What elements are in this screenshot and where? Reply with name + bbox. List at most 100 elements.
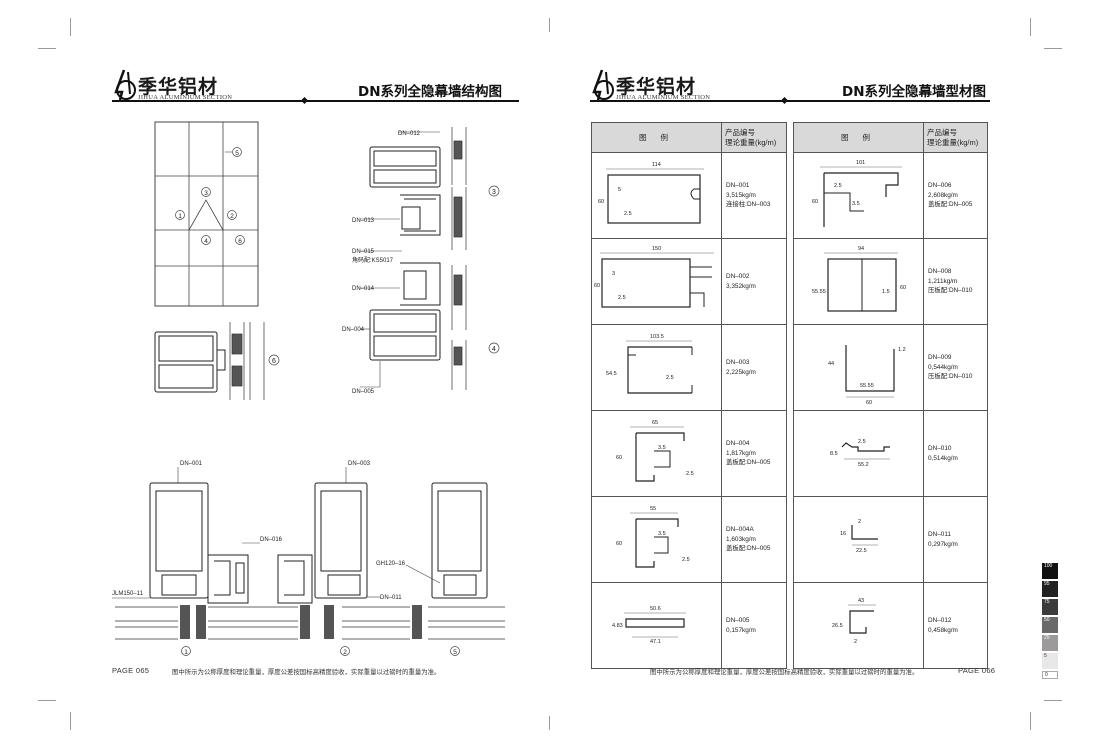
svg-text:5: 5: [235, 150, 239, 157]
svg-text:2: 2: [230, 213, 234, 220]
svg-text:3: 3: [612, 271, 615, 277]
svg-text:16: 16: [840, 531, 846, 537]
color-swatch: 5: [1042, 653, 1058, 669]
profile-dn-011-drawing: 2 16 22.5: [840, 519, 878, 554]
svg-text:4.83: 4.83: [612, 623, 623, 629]
svg-text:3.5: 3.5: [658, 531, 666, 537]
label-dn-001: DN–001: [180, 461, 203, 467]
profile-figure: 114 5 60 2.5: [591, 152, 722, 239]
color-swatch: 0: [1042, 671, 1058, 679]
color-swatch: 25: [1042, 635, 1058, 651]
profile-dn-001-drawing: 114 5 60 2.5: [598, 162, 704, 224]
profile-dn-002-drawing: 150 3 60 2.5: [594, 246, 714, 308]
svg-text:3: 3: [492, 189, 496, 196]
profile-info: DN–004A 1,603kg/m 盖板配:DN–005: [721, 496, 787, 583]
svg-text:1: 1: [178, 213, 182, 220]
profile-dn-009-drawing: 44 1.2 55.55 60: [828, 345, 906, 406]
svg-text:60: 60: [616, 455, 622, 461]
svg-text:55.55: 55.55: [812, 289, 826, 295]
table-row: 94 55.55 1.5 60 DN–008 1,211kg/m 压板配:DN–…: [793, 238, 988, 325]
profile-dn-008-drawing: 94 55.55 1.5 60: [812, 246, 906, 312]
svg-text:60: 60: [598, 199, 604, 205]
table-row: 44 1.2 55.55 60 DN–009 0,544kg/m 压板配:DN–…: [793, 324, 988, 411]
label-dn-013: DN–013: [352, 218, 375, 224]
section-marker: 6: [268, 354, 280, 366]
horizontal-section-drawing: DN–001 DN–003 DN–016 GH120–16 JLM150–11 …: [112, 461, 505, 656]
left-page-number: PAGE 065: [112, 666, 150, 675]
brand-name-en: JIHUA ALUMINIUM SECTION: [616, 94, 711, 101]
svg-text:4: 4: [204, 238, 208, 245]
profile-dn-006-drawing: 101 2.5 60 3.5: [812, 160, 902, 227]
table-row: 55 3.5 60 2.5 DN–004A 1,603kg/m 盖板配:DN–0…: [591, 496, 787, 583]
profile-info: DN–005 0,157kg/m: [721, 582, 787, 669]
section-marker: 3: [488, 185, 500, 197]
brand-name-en: JIHUA ALUMINIUM SECTION: [138, 94, 233, 101]
svg-text:2.5: 2.5: [624, 211, 632, 217]
table-row: 43 26.5 2 DN–012 0,458kg/m: [793, 582, 988, 669]
profile-figure: 94 55.55 1.5 60: [793, 238, 924, 325]
table-row: 101 2.5 60 3.5 DN–006 2,608kg/m 盖板配:DN–0…: [793, 152, 988, 239]
svg-text:2: 2: [343, 649, 347, 656]
svg-text:3.5: 3.5: [852, 201, 860, 207]
svg-text:3: 3: [204, 190, 208, 197]
profile-info: DN–009 0,544kg/m 压板配:DN–010: [923, 324, 988, 411]
svg-text:114: 114: [652, 162, 661, 168]
label-dn-003: DN–003: [348, 461, 371, 467]
svg-text:103.5: 103.5: [650, 334, 664, 340]
color-swatch: 75: [1042, 599, 1058, 615]
svg-text:50.6: 50.6: [650, 606, 661, 612]
label-dn-015: DN–015: [352, 249, 375, 255]
profile-dn-004a-drawing: 55 3.5 60 2.5: [616, 506, 690, 568]
svg-text:60: 60: [594, 283, 600, 289]
svg-text:6: 6: [238, 238, 242, 245]
label-dn-016: DN–016: [260, 537, 283, 543]
svg-text:2.5: 2.5: [834, 183, 842, 189]
profile-info: DN–003 2,225kg/m: [721, 324, 787, 411]
profile-dn-012-drawing: 43 26.5 2: [832, 598, 876, 645]
header-figure: 图 例: [793, 122, 924, 153]
profile-info: DN–001 3,515kg/m 连接柱:DN–003: [721, 152, 787, 239]
profile-dn-004-drawing: 65 3.5 60 2.5: [616, 420, 694, 482]
left-page-title: DN系列全隐幕墙结构图: [358, 84, 503, 100]
svg-text:2.5: 2.5: [858, 439, 866, 445]
label-gh120-16: GH120–16: [376, 561, 406, 567]
svg-text:1: 1: [184, 649, 188, 656]
brand-emblem-icon: [592, 69, 614, 101]
svg-text:2.5: 2.5: [682, 557, 690, 563]
bottom-marker: 5: [450, 646, 460, 656]
color-swatch: 50: [1042, 617, 1058, 633]
right-footnote: 图中所示为公称厚度和理论重量，厚度公差按国标高精度验收，实际重量以过磅时的重量为…: [650, 668, 919, 676]
svg-text:43: 43: [858, 598, 864, 604]
svg-text:101: 101: [856, 160, 865, 166]
right-header-rule: [590, 100, 990, 102]
profile-info: DN–006 2,608kg/m 盖板配:DN–005: [923, 152, 988, 239]
svg-text:2.5: 2.5: [666, 375, 674, 381]
header-code-weight: 产品编号理论重量(kg/m): [923, 122, 988, 153]
elevation-marker: 6: [235, 235, 245, 245]
profile-figure: 101 2.5 60 3.5: [793, 152, 924, 239]
table-row: 2 16 22.5 DN–011 0,297kg/m: [793, 496, 988, 583]
label-dn-004: DN–004: [342, 327, 365, 333]
table-row: 2.5 8.5 55.2 DN–010 0,514kg/m: [793, 410, 988, 497]
elevation-marker: 4: [201, 235, 211, 245]
left-rule-diamond: [300, 96, 309, 105]
profile-figure: 44 1.2 55.55 60: [793, 324, 924, 411]
elevation-marker: 2: [227, 210, 237, 220]
svg-text:26.5: 26.5: [832, 623, 843, 629]
profile-info: DN–002 3,352kg/m: [721, 238, 787, 325]
table-row: 50.6 4.83 47.1 DN–005 0,157kg/m: [591, 582, 787, 669]
svg-text:6: 6: [272, 358, 276, 365]
header-code-weight: 产品编号理论重量(kg/m): [721, 122, 787, 153]
profile-table-right: 图 例 产品编号理论重量(kg/m) 101 2.5 60 3.5 DN–006…: [793, 122, 988, 669]
svg-text:5: 5: [618, 187, 621, 193]
profile-info: DN–004 1,817kg/m 盖板配:DN–005: [721, 410, 787, 497]
table-row: 150 3 60 2.5 DN–002 3,352kg/m: [591, 238, 787, 325]
label-corner-code: 角码配:KS5017: [352, 256, 394, 264]
elevation-grid-drawing: 5 3 1 2 4 6: [154, 121, 259, 307]
svg-text:2: 2: [858, 519, 861, 525]
brand-emblem-icon: [114, 69, 136, 101]
svg-text:2.5: 2.5: [686, 471, 694, 477]
right-page-number: PAGE 066: [958, 666, 996, 675]
svg-text:60: 60: [812, 199, 818, 205]
vertical-section-drawing: DN–012 DN–013 DN–015 角码配:KS5017 DN–014 D…: [342, 127, 500, 395]
